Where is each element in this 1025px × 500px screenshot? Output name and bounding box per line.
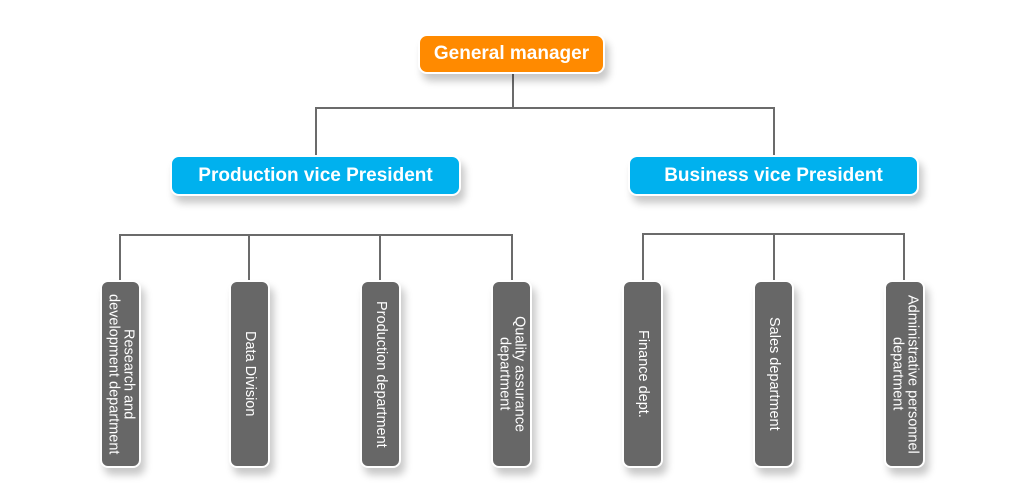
- node-label: Business vice President: [664, 164, 883, 186]
- node-label: Data Division: [242, 331, 258, 417]
- connector-vp-bar: [315, 107, 775, 109]
- connector-to-production-vp: [315, 107, 317, 156]
- node-dept-administrative-personnel: Administrative personnel department: [884, 280, 925, 468]
- connector-to-dept-rd: [119, 234, 121, 281]
- node-label: General manager: [433, 43, 590, 64]
- node-general-manager: General manager: [418, 34, 605, 74]
- connector-production-bar: [119, 234, 513, 236]
- connector-gm-down: [512, 74, 514, 109]
- node-dept-quality-assurance: Quality assurance department: [491, 280, 532, 468]
- node-dept-research-development: Research and development department: [100, 280, 141, 468]
- connector-to-dept-production: [379, 234, 381, 281]
- connector-to-dept-admin: [903, 233, 905, 281]
- node-label: Administrative personnel department: [889, 294, 921, 454]
- node-production-vp: Production vice President: [170, 155, 461, 196]
- node-dept-data-division: Data Division: [229, 280, 270, 468]
- node-label: Production department: [373, 300, 389, 448]
- node-dept-production: Production department: [360, 280, 401, 468]
- node-label: Sales department: [766, 317, 782, 431]
- connector-to-dept-finance: [642, 233, 644, 281]
- node-label: Research and development department: [105, 293, 137, 455]
- connector-to-business-vp: [773, 107, 775, 156]
- connector-to-dept-data: [248, 234, 250, 281]
- node-label: Production vice President: [198, 164, 433, 186]
- connector-to-dept-qa: [511, 234, 513, 281]
- node-label: Quality assurance department: [496, 315, 528, 433]
- node-label: Finance dept.: [635, 330, 651, 418]
- node-dept-finance: Finance dept.: [622, 280, 663, 468]
- node-business-vp: Business vice President: [628, 155, 919, 196]
- node-dept-sales: Sales department: [753, 280, 794, 468]
- connector-to-dept-sales: [773, 233, 775, 281]
